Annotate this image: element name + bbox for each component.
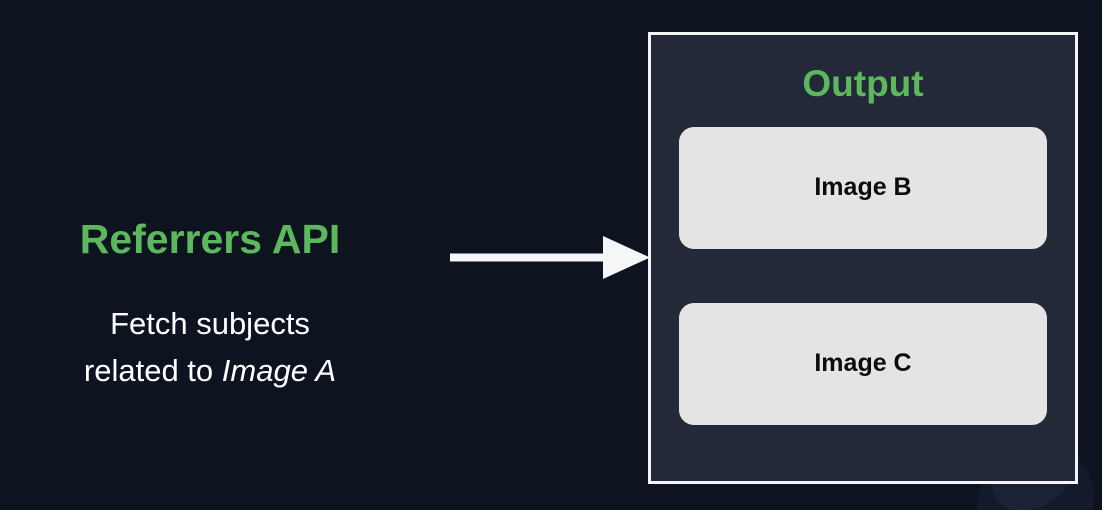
api-description-line-2-prefix: related to [83, 352, 222, 388]
api-title: Referrers API [79, 216, 341, 262]
output-card-label: Image B [814, 173, 912, 202]
api-description-block: Referrers API Fetch subjects related to … [0, 216, 420, 394]
output-card-list: Image B Image C [651, 126, 1075, 425]
api-description-line-1: Fetch subjects [110, 306, 310, 342]
output-panel: Output Image B Image C [648, 32, 1078, 484]
output-card[interactable]: Image C [679, 302, 1047, 425]
arrow-right-icon [450, 236, 650, 279]
api-description-line-2-emphasis: Image A [221, 352, 337, 388]
api-description: Fetch subjects related to Image A [0, 301, 420, 394]
flow-arrow [450, 232, 655, 284]
output-card-label: Image C [814, 349, 912, 378]
output-card[interactable]: Image B [679, 126, 1047, 249]
api-description-line-2: related to Image A [0, 348, 420, 395]
output-panel-title: Output [802, 63, 924, 104]
